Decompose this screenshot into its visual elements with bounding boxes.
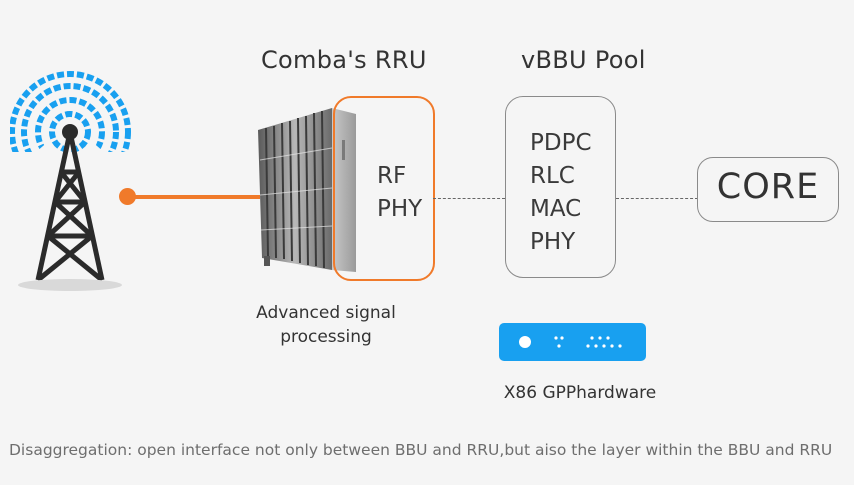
vbbu-layer-list: PDPC RLC MAC PHY: [530, 127, 592, 259]
vbbu-layer-phy: PHY: [530, 229, 576, 255]
vbbu-layer-box: [505, 96, 616, 278]
core-box: [697, 157, 839, 222]
tower-rru-link: [128, 195, 260, 199]
rru-device-icon: [258, 108, 356, 272]
footnote: Disaggregation: open interface not only …: [9, 441, 833, 459]
rru-title: Comba's RRU: [261, 46, 427, 74]
vbbu-layer-pdpc: PDPC: [530, 130, 592, 156]
hardware-label: X86 GPPhardware: [503, 383, 657, 403]
rru-caption: Advanced signal processing: [240, 301, 412, 349]
rru-vbbu-link: [433, 198, 505, 199]
vbbu-layer-mac: MAC: [530, 196, 582, 222]
vbbu-layer-rlc: RLC: [530, 163, 575, 189]
vbbu-title: vBBU Pool: [521, 46, 646, 74]
rru-layer-rf: RF: [377, 163, 407, 189]
rru-caption-line2: processing: [280, 327, 372, 347]
rru-caption-line1: Advanced signal: [256, 303, 396, 323]
radio-tower-icon: [10, 71, 135, 291]
core-label: CORE: [716, 167, 820, 207]
x86-server-icon: [499, 323, 646, 361]
rru-layer-box: [333, 96, 435, 281]
vbbu-core-link: [616, 198, 698, 199]
rru-layer-phy: PHY: [377, 196, 423, 222]
rru-layer-list: RF PHY: [377, 160, 422, 226]
tower-link-node: [119, 188, 136, 205]
